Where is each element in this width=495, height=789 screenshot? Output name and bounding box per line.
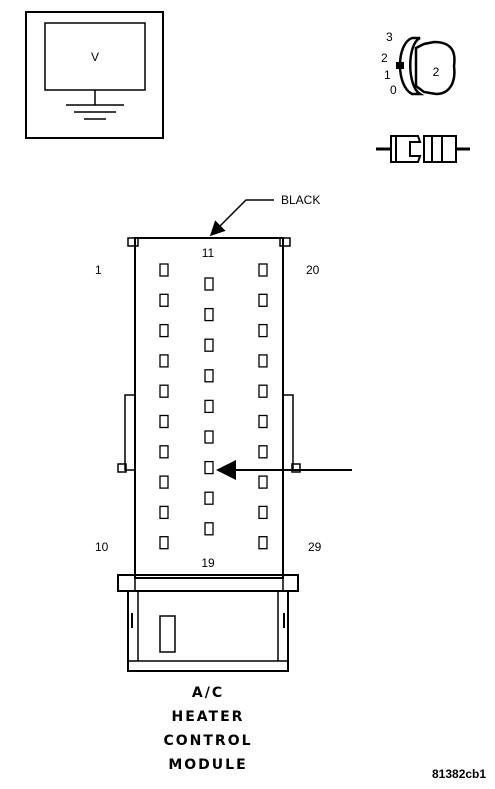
ignition-pos-0: 0 [390, 83, 397, 97]
pin-cavity-27 [258, 475, 268, 489]
pin-label-10: 10 [95, 540, 109, 554]
module-name-line-4: MODULE [168, 757, 247, 773]
voltmeter-icon: V [25, 11, 164, 139]
pin-label-19: 19 [201, 556, 215, 570]
pin-cavity-15 [204, 399, 214, 414]
pin-cavity-1 [159, 263, 169, 277]
pin-cavity-25 [258, 414, 268, 429]
pin-cavity-6 [159, 414, 169, 429]
pin-cavity-19 [204, 522, 214, 536]
module-name-line-1: A/C [192, 685, 224, 701]
ignition-selected: 2 [433, 65, 440, 79]
pin-label-29: 29 [308, 540, 322, 554]
pin-cavity-11 [204, 277, 214, 291]
pin-cavity-28 [258, 505, 268, 520]
pin-cavity-8 [159, 475, 169, 489]
pin-label-20: 20 [306, 263, 320, 277]
ignition-pos-2: 2 [381, 51, 388, 65]
pin-cavity-14 [204, 369, 214, 383]
pin-cavity-17 [204, 460, 214, 475]
pin-cavities [159, 263, 268, 550]
pin-cavity-10 [159, 536, 169, 550]
connector-plug-icon [376, 135, 470, 163]
color-leader-arrow [209, 199, 274, 237]
pin-cavity-23 [258, 354, 268, 368]
pin-cavity-13 [204, 338, 214, 352]
voltmeter-symbol: V [91, 50, 99, 64]
pin-cavity-5 [159, 384, 169, 398]
module-name-line-3: CONTROL [163, 733, 252, 749]
pin-cavity-21 [258, 293, 268, 307]
pin-cavity-3 [159, 323, 169, 338]
pin-cavity-7 [159, 445, 169, 459]
pin-cavity-18 [204, 491, 214, 505]
pin-cavity-20 [258, 263, 268, 277]
module-name-line-2: HEATER [172, 709, 245, 725]
pin-cavity-22 [258, 323, 268, 338]
connector-housing [117, 237, 301, 672]
connector-color-label: BLACK [281, 193, 320, 207]
ignition-pos-1: 1 [384, 68, 391, 82]
pin-cavity-24 [258, 384, 268, 398]
pin-label-1: 1 [95, 263, 102, 277]
pin-label-11: 11 [202, 246, 215, 260]
ignition-pos-3: 3 [386, 30, 393, 44]
pin-cavity-9 [159, 505, 169, 520]
pin-cavity-26 [258, 445, 268, 459]
pin-cavity-16 [204, 430, 214, 444]
ignition-switch-icon: 3 2 1 0 2 [381, 30, 456, 97]
pin-cavity-2 [159, 293, 169, 307]
pin-cavity-12 [204, 307, 214, 322]
pin-cavity-29 [258, 536, 268, 550]
figure-id: 81382cb1 [432, 767, 486, 781]
pin-cavity-4 [159, 354, 169, 368]
